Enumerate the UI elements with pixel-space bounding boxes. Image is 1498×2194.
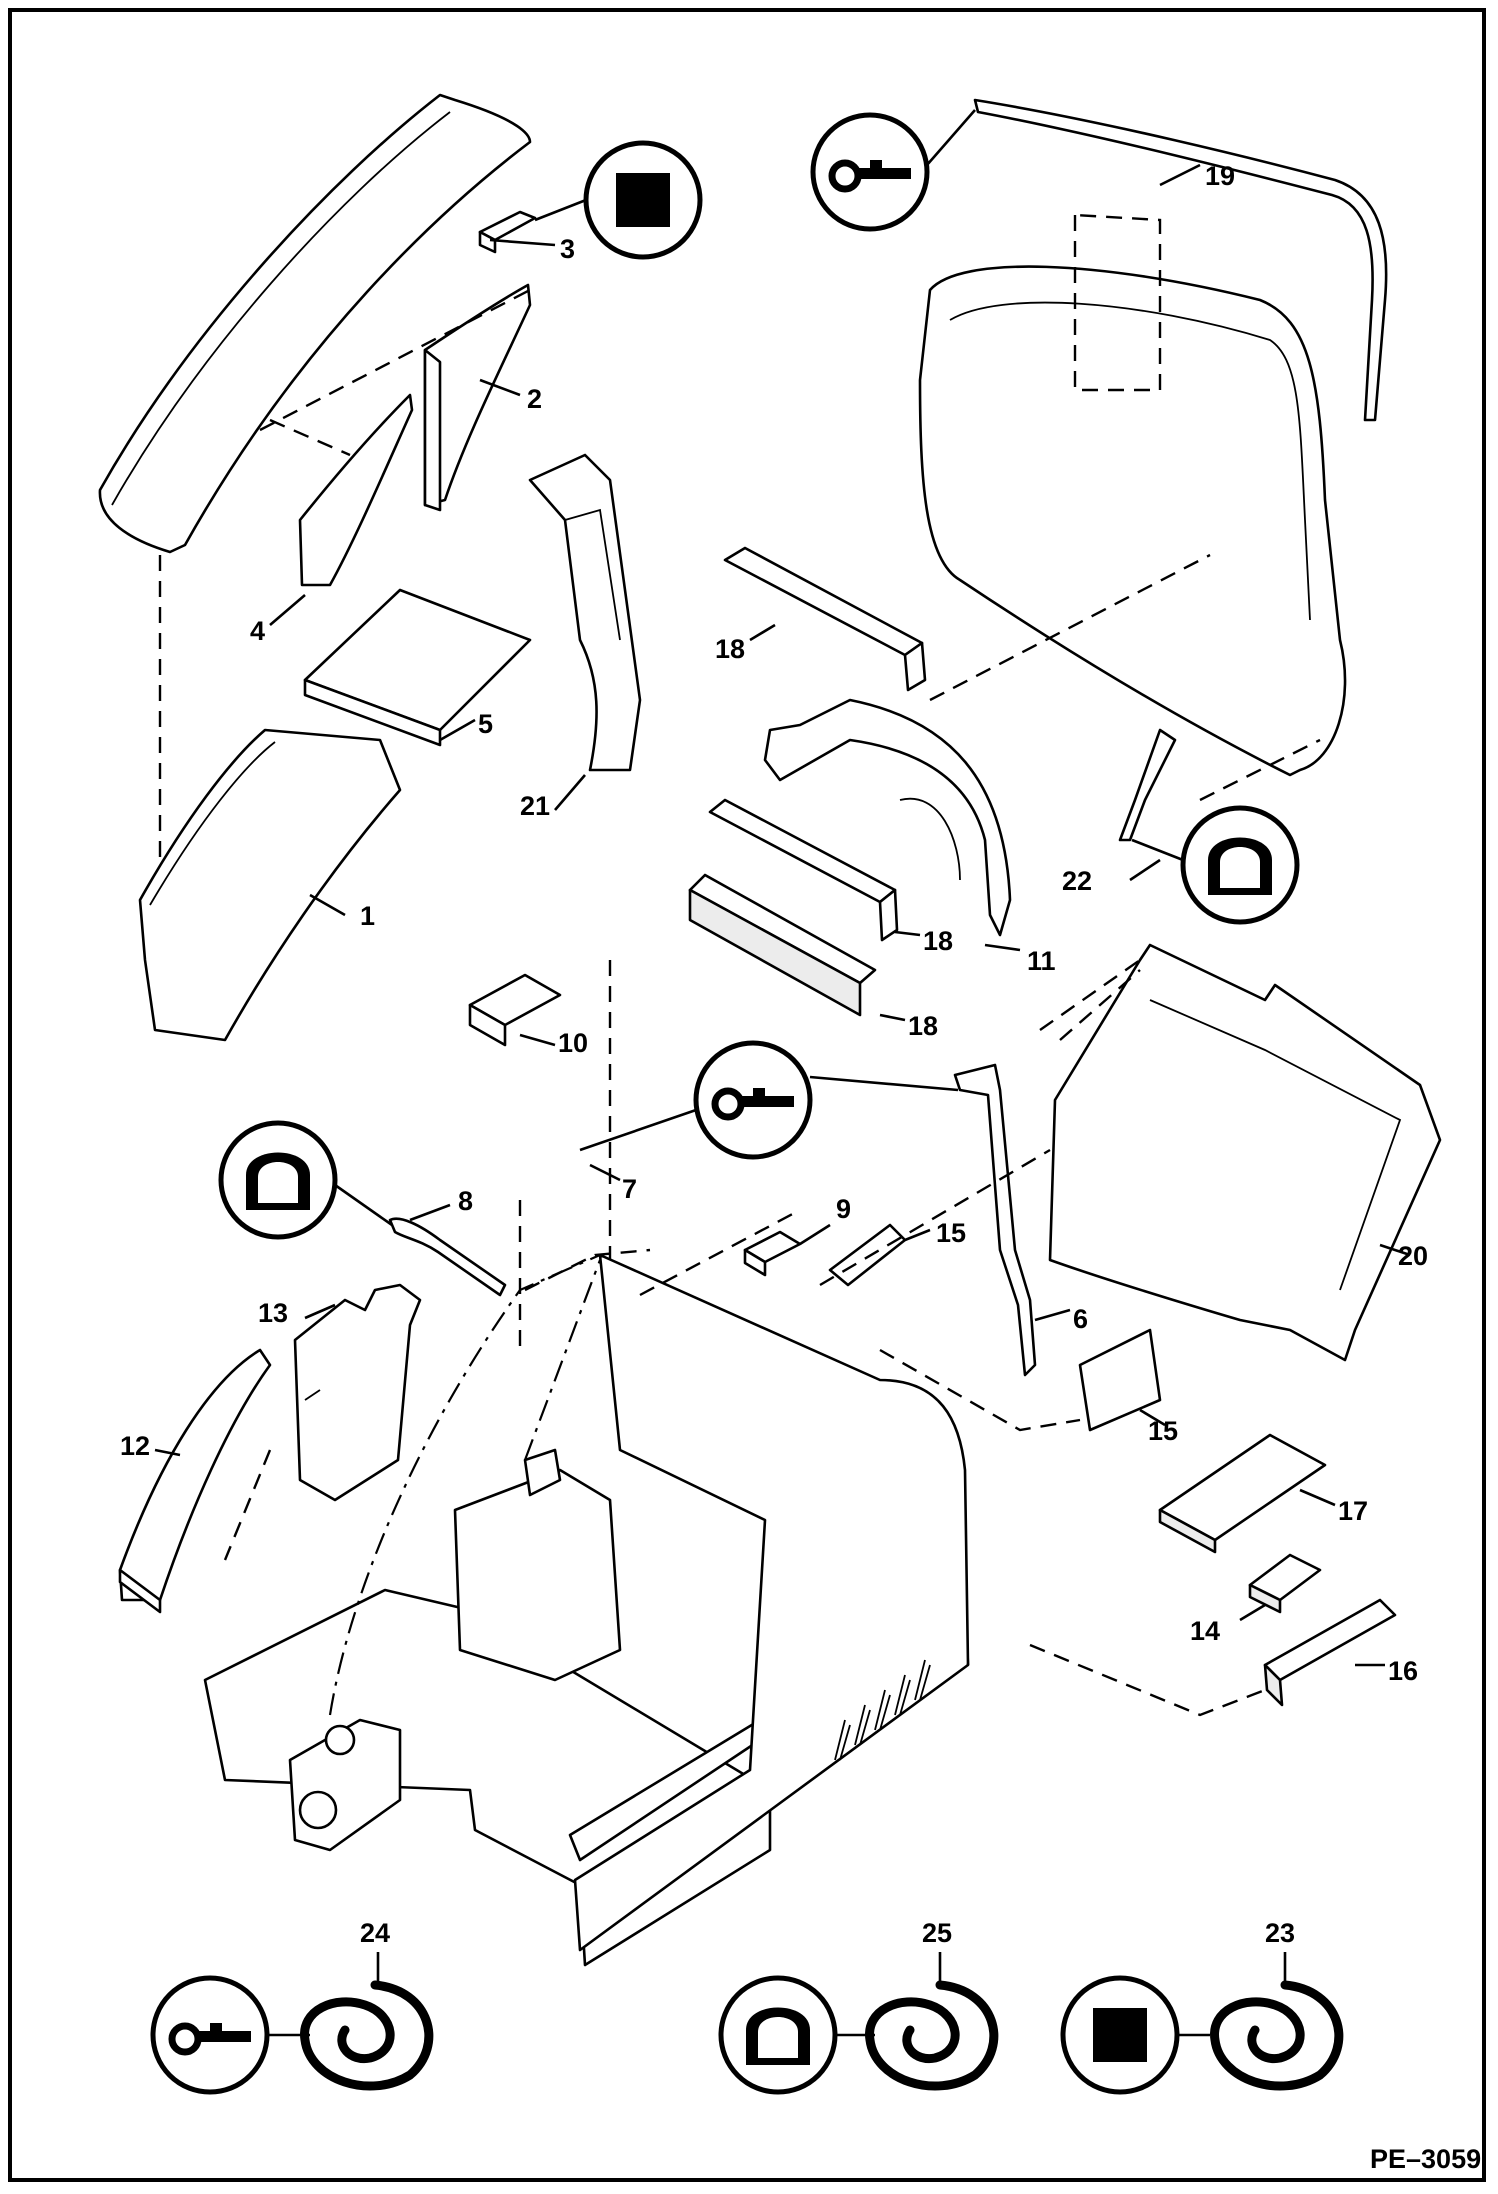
callout-16: 16 (1388, 1656, 1418, 1686)
part-5-pad (303, 588, 532, 747)
callout-1: 1 (360, 901, 375, 931)
part-17-pad (1158, 1433, 1327, 1554)
callout-19: 19 (1205, 161, 1235, 191)
callout-12: 12 (120, 1431, 150, 1461)
callout-9: 9 (836, 1194, 851, 1224)
part-roof-pad (98, 93, 532, 900)
part-13-plate (223, 1283, 422, 1561)
coil-icon (300, 1952, 434, 2091)
callout-10: 10 (558, 1028, 588, 1058)
callout-6: 6 (1073, 1304, 1088, 1334)
part-19-seal (973, 98, 1388, 422)
arch-seal-icon (218, 1120, 393, 1240)
callout-20: 20 (1398, 1241, 1428, 1271)
part-20-panel (1039, 943, 1442, 1362)
callout-17: 17 (1338, 1496, 1368, 1526)
part-18-strip-a (723, 546, 927, 692)
part-2-pad (423, 283, 532, 512)
key-icon (810, 109, 976, 232)
callout-24: 24 (360, 1918, 390, 1948)
drawing-reference: PE–3059 (1370, 2144, 1481, 2174)
callout-14: 14 (1190, 1616, 1220, 1646)
part-18-strip-c (688, 873, 877, 1017)
square-block-icon (534, 140, 703, 260)
callout-labels: 1 2 3 4 5 6 7 8 9 10 11 12 13 14 15 15 1… (120, 161, 1428, 1948)
part-14-block (1248, 1553, 1322, 1614)
callout-5: 5 (478, 709, 493, 739)
part-9-block (743, 1230, 802, 1277)
part-11-panel (763, 698, 1012, 937)
part-18-strip-b (708, 798, 899, 942)
part-8-seal (388, 1217, 507, 1297)
callout-22: 22 (1062, 866, 1092, 896)
callout-18-lower: 18 (908, 1011, 938, 1041)
callout-11: 11 (1027, 946, 1056, 976)
coil-icon (1210, 1952, 1344, 2091)
part-15-pad-lower (879, 1328, 1162, 1432)
callout-2: 2 (527, 384, 542, 414)
callout-3: 3 (560, 234, 575, 264)
part-3-block (478, 210, 537, 254)
callout-15-lower: 15 (1148, 1416, 1178, 1446)
callout-23: 23 (1265, 1918, 1295, 1948)
diagram-frame (8, 8, 1486, 2182)
callout-18-upper: 18 (715, 634, 745, 664)
callout-18-middle: 18 (923, 926, 953, 956)
part-6-seal (953, 1063, 1037, 1377)
callout-13: 13 (258, 1298, 288, 1328)
chassis-vents (834, 1659, 931, 1761)
coil-icon (865, 1952, 999, 2091)
part-22-seal-strip (1118, 728, 1177, 842)
arch-seal-icon (718, 1975, 875, 2095)
callout-25: 25 (922, 1918, 952, 1948)
part-1-pad (138, 728, 402, 1042)
part-12-panel (118, 1348, 272, 1614)
key-icon (150, 1975, 310, 2095)
part-door-frame (918, 213, 1347, 802)
key-icon (579, 1040, 959, 1160)
callout-8: 8 (458, 1186, 473, 1216)
callout-21: 21 (520, 791, 550, 821)
callout-leaders (154, 163, 1411, 1667)
callout-15-upper: 15 (936, 1218, 966, 1248)
square-block-icon (1060, 1975, 1210, 2095)
part-4-pad (259, 288, 531, 587)
part-21-duct (528, 453, 642, 772)
chassis (203, 1148, 1051, 1967)
part-15-pad-upper (828, 1223, 907, 1287)
callout-4: 4 (250, 616, 265, 646)
arch-seal-icon (1131, 805, 1300, 925)
part-16-strip (1029, 1598, 1397, 1717)
callout-7: 7 (622, 1174, 637, 1204)
